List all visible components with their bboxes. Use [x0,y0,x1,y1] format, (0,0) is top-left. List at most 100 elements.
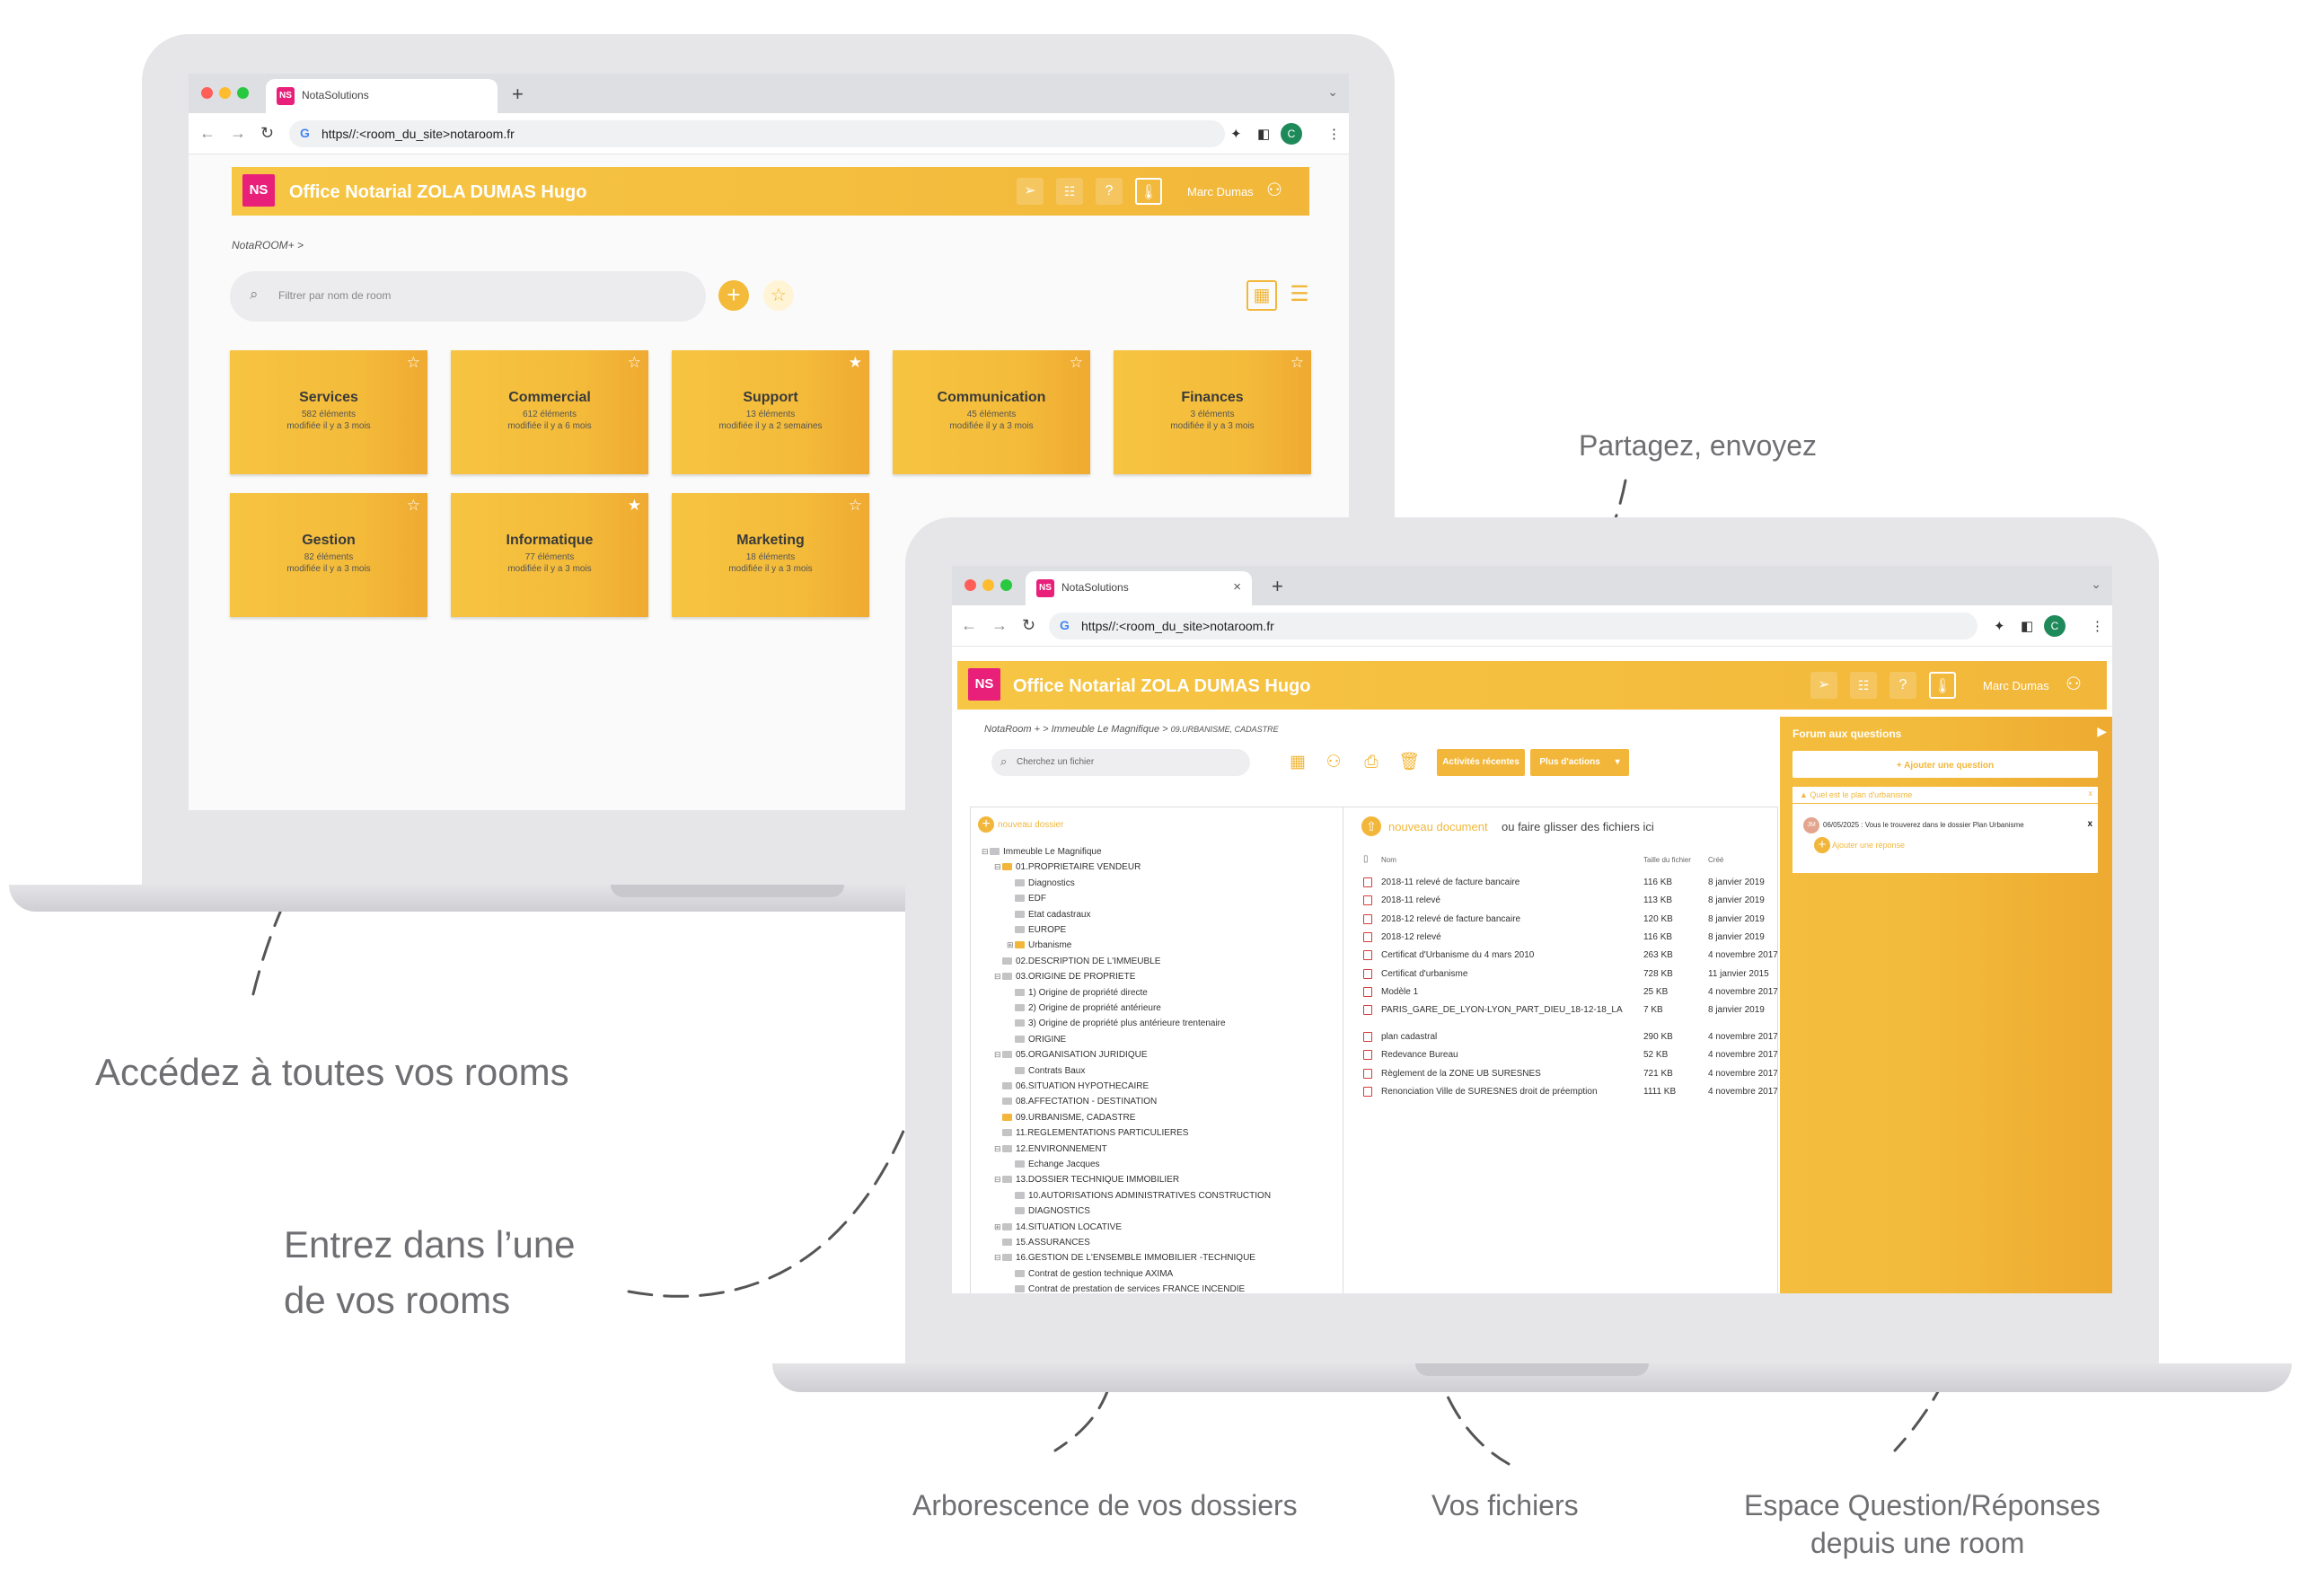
tree-toggle-icon[interactable]: ⊟ [994,1143,1001,1153]
tree-item[interactable]: Contrat de gestion technique AXIMA [1007,1269,1173,1284]
minimize-window-button[interactable] [219,87,231,99]
tree-toggle-icon[interactable]: ⊟ [994,972,1001,982]
user-menu-icon[interactable]: ⚇ [2066,675,2082,694]
maximize-window-button[interactable] [1000,579,1012,591]
more-actions-button[interactable]: Plus d'actions ▾ [1530,749,1629,776]
reload-icon[interactable]: ↻ [1022,616,1036,634]
tree-item[interactable]: EUROPE [1007,925,1066,940]
tile-view-icon[interactable]: ▦ [1290,753,1306,772]
delete-answer-icon[interactable]: x [2087,819,2092,829]
tree-item[interactable]: ⊟12.ENVIRONNEMENT [994,1144,1107,1160]
star-outline-icon[interactable]: ☆ [1290,354,1304,371]
recent-activity-button[interactable]: Activités récentes [1437,749,1525,776]
star-outline-icon[interactable]: ☆ [1069,354,1083,371]
new-folder-link[interactable]: nouveau dossier [998,820,1064,830]
send-icon[interactable]: ➢ [1810,672,1837,699]
col-size[interactable]: Taille du fichier [1643,856,1691,864]
tree-toggle-icon[interactable]: ⊟ [982,847,989,856]
back-arrow-icon[interactable]: ← [961,616,977,634]
tree-toggle-icon[interactable]: ⊟ [994,1175,1001,1185]
tree-item[interactable]: 15.ASSURANCES [994,1238,1090,1253]
tree-toggle-icon[interactable]: ⊟ [994,1253,1001,1263]
tree-item[interactable]: Contrat de prestation de services FRANCE… [1007,1284,1245,1293]
room-search-input[interactable]: ⌕ Filtrer par nom de room [230,271,706,322]
kebab-menu-icon[interactable]: ⋮ [1327,127,1341,142]
tree-item[interactable]: ⊞14.SITUATION LOCATIVE [994,1222,1122,1238]
tree-item[interactable]: 02.DESCRIPTION DE L'IMMEUBLE [994,957,1160,972]
file-row[interactable]: PARIS_GARE_DE_LYON-LYON_PART_DIEU_18-12-… [1363,1003,1776,1030]
file-row[interactable]: Renonciation Ville de SURESNES droit de … [1363,1085,1777,1112]
tree-item[interactable]: 11.REGLEMENTATIONS PARTICULIERES [994,1128,1188,1143]
tree-item[interactable]: ⊟01.PROPRIETAIRE VENDEUR [994,862,1141,877]
star-outline-icon[interactable]: ☆ [406,497,420,514]
tree-item[interactable]: DIAGNOSTICS [1007,1206,1090,1221]
tree-item[interactable]: 3) Origine de propriété plus antérieure … [1007,1018,1226,1034]
tree-item[interactable]: 2) Origine de propriété antérieure [1007,1003,1161,1018]
file-search-input[interactable]: ⌕ Cherchez un fichier [991,749,1250,776]
tree-item[interactable]: ⊟05.ORGANISATION JURIDIQUE [994,1050,1148,1065]
forward-arrow-icon[interactable]: → [230,124,246,142]
notasolutions-logo[interactable]: NS [242,174,275,207]
profile-avatar[interactable]: C [2044,615,2066,637]
browser-tab[interactable]: NS NotaSolutions [266,79,498,113]
extensions-icon[interactable]: ✦ [1994,619,2005,634]
list-view-icon[interactable]: ☰ [1290,282,1309,306]
star-filled-icon[interactable]: ★ [848,354,862,371]
tree-item[interactable]: 08.AFFECTATION - DESTINATION [994,1097,1157,1112]
close-window-button[interactable] [965,579,976,591]
favorites-filter-icon[interactable]: ☆ [763,280,794,311]
send-icon[interactable]: ➢ [1017,178,1044,205]
star-outline-icon[interactable]: ☆ [848,497,862,514]
share-users-icon[interactable]: ⚇ [1326,753,1342,772]
grid-view-icon[interactable]: ▦ [1246,280,1277,311]
chevron-down-icon[interactable]: ⌄ [2091,577,2101,591]
profile-avatar[interactable]: C [1281,123,1302,145]
notasolutions-logo[interactable]: NS [968,668,1000,701]
tree-item[interactable]: EDF [1007,894,1046,909]
user-name[interactable]: Marc Dumas [1187,185,1254,198]
user-menu-icon[interactable]: ⚇ [1266,181,1282,200]
breadcrumb-room[interactable]: Immeuble Le Magnifique [1051,724,1160,735]
help-icon[interactable]: ? [1889,672,1916,699]
star-filled-icon[interactable]: ★ [627,497,641,514]
tasks-icon[interactable]: ☷ [1056,178,1083,205]
tree-toggle-icon[interactable]: ⊞ [994,1221,1001,1231]
tree-toggle-icon[interactable]: ⊟ [994,862,1001,872]
col-name[interactable]: Nom [1381,856,1396,864]
close-window-button[interactable] [201,87,213,99]
tree-item[interactable]: ⊟Immeuble Le Magnifique [982,847,1102,862]
minimize-window-button[interactable] [982,579,994,591]
thermometer-icon[interactable]: 🌡 [1135,178,1162,205]
sidebar-icon[interactable]: ◧ [1257,127,1271,142]
tree-item[interactable]: 06.SITUATION HYPOTHECAIRE [994,1081,1149,1097]
tree-item[interactable]: ⊟16.GESTION DE L'ENSEMBLE IMMOBILIER -TE… [994,1253,1255,1268]
add-room-button[interactable]: + [718,280,749,311]
tree-item[interactable]: 10.AUTORISATIONS ADMINISTRATIVES CONSTRU… [1007,1191,1271,1206]
forward-arrow-icon[interactable]: → [991,616,1008,634]
tree-item[interactable]: 09.URBANISME, CADASTRE [994,1113,1135,1128]
col-created[interactable]: Créé [1708,856,1724,864]
upload-icon[interactable]: ⇧ [1361,816,1381,836]
browser-tab[interactable]: NS NotaSolutions × [1026,571,1252,605]
kebab-menu-icon[interactable]: ⋮ [2091,619,2104,634]
new-tab-button[interactable]: + [1272,575,1283,597]
tree-item[interactable]: Diagnostics [1007,878,1075,894]
print-icon[interactable]: ⎙ [1364,753,1379,772]
trash-icon[interactable]: 🗑 [1397,753,1421,772]
